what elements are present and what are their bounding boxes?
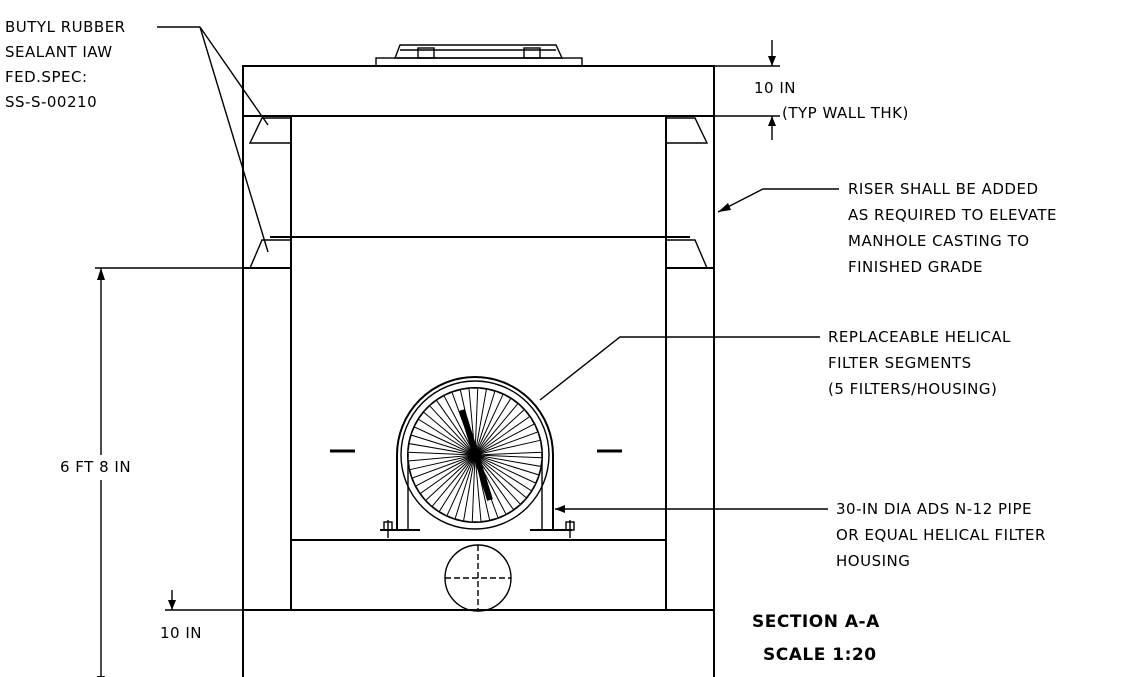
filter-line-3: (5 FILTERS/HOUSING) <box>828 380 997 398</box>
riser-line-3: MANHOLE CASTING TO <box>848 232 1030 250</box>
filter-hub <box>459 409 493 501</box>
wall-thickness-value: 10 IN <box>754 79 796 97</box>
outlet-pipe <box>444 544 512 612</box>
sealant-callout: BUTYL RUBBER SEALANT IAW FED.SPEC: SS-S-… <box>5 18 126 111</box>
filter-spokes <box>408 388 542 522</box>
filter-line-2: FILTER SEGMENTS <box>828 354 972 372</box>
riser-line-2: AS REQUIRED TO ELEVATE <box>848 206 1057 224</box>
riser-line-4: FINISHED GRADE <box>848 258 983 276</box>
sealant-line-1: BUTYL RUBBER <box>5 18 126 36</box>
pipe-callout: 30-IN DIA ADS N-12 PIPE OR EQUAL HELICAL… <box>836 500 1046 570</box>
lower-right-wall <box>665 267 715 611</box>
base-slab <box>242 609 715 677</box>
manhole-casting <box>375 44 583 67</box>
riser-right-wall <box>665 115 715 269</box>
section-title: SECTION A-A <box>752 612 880 632</box>
sealant-line-2: SEALANT IAW <box>5 43 113 61</box>
filter-callout: REPLACEABLE HELICAL FILTER SEGMENTS (5 F… <box>828 328 1011 398</box>
interior-chamber <box>290 115 667 611</box>
sealant-joints <box>248 117 709 269</box>
riser-callout: RISER SHALL BE ADDED AS REQUIRED TO ELEV… <box>848 180 1057 276</box>
leader-lines <box>157 26 839 513</box>
riser-line-1: RISER SHALL BE ADDED <box>848 180 1039 198</box>
filter-spoke <box>474 439 542 456</box>
base-thickness-label: 10 IN <box>160 624 202 642</box>
pipe-line-1: 30-IN DIA ADS N-12 PIPE <box>836 500 1032 518</box>
pipe-line-2: OR EQUAL HELICAL FILTER <box>836 526 1046 544</box>
wall-thickness-note: (TYP WALL THK) <box>782 104 909 122</box>
filter-line-1: REPLACEABLE HELICAL <box>828 328 1011 346</box>
pipe-line-3: HOUSING <box>836 552 910 570</box>
dimensions <box>95 40 780 677</box>
lower-left-wall <box>242 267 292 611</box>
sealant-line-3: FED.SPEC: <box>5 68 88 86</box>
top-slab <box>242 65 715 117</box>
support-bolts <box>380 520 575 538</box>
height-dimension-label: 6 FT 8 IN <box>60 458 131 476</box>
sealant-line-4: SS-S-00210 <box>5 93 97 111</box>
scale-label: SCALE 1:20 <box>763 645 877 665</box>
